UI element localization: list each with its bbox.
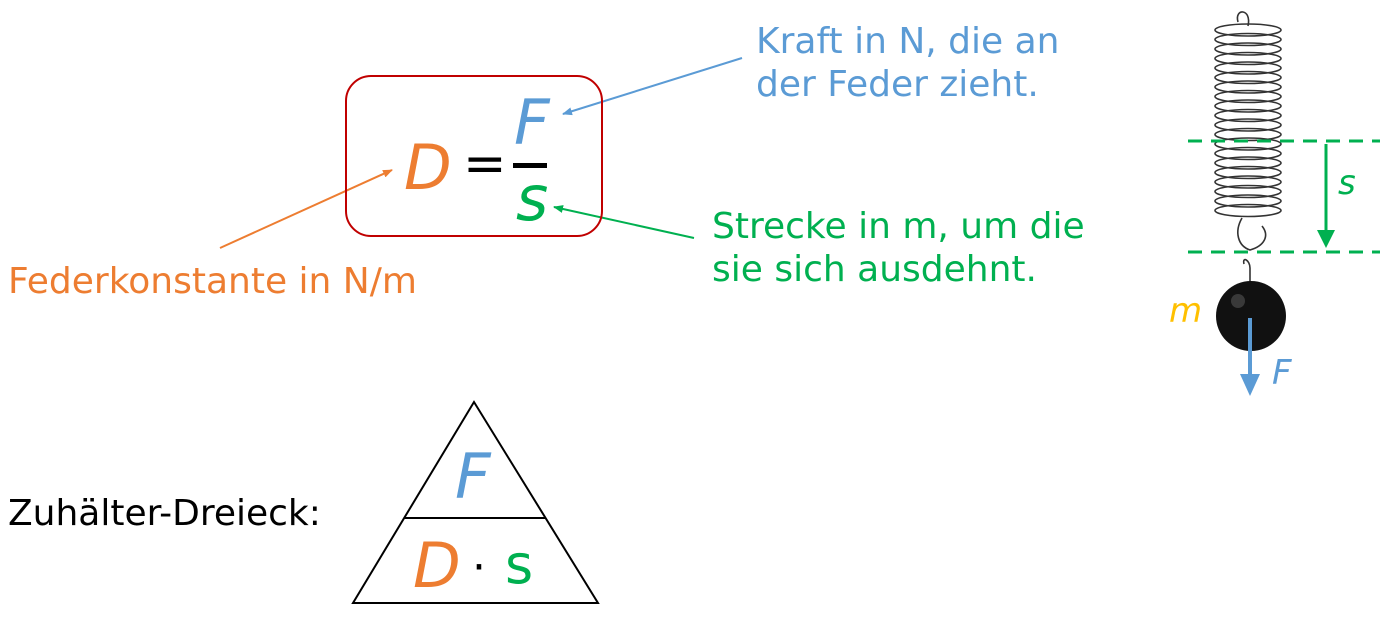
triangle-bottom-s: s bbox=[505, 533, 534, 596]
spring-coil-loop bbox=[1214, 89, 1282, 104]
spring-top-hook bbox=[1236, 11, 1250, 27]
spring-coil-loop bbox=[1214, 194, 1282, 208]
weight-force-arrow-head bbox=[1240, 374, 1260, 396]
formula-box bbox=[345, 75, 603, 237]
spring-coil-loop bbox=[1214, 70, 1282, 85]
distance-annotation: Strecke in m, um die sie sich ausdehnt. bbox=[712, 205, 1085, 291]
spring-coil-loop bbox=[1214, 51, 1282, 66]
distance-annotation-line-1: Strecke in m, um die bbox=[712, 206, 1085, 247]
force-annotation-line-1: Kraft in N, die an bbox=[756, 21, 1060, 62]
spring-coil-loop bbox=[1214, 156, 1282, 170]
spring-coil-loop bbox=[1214, 108, 1282, 123]
formula-equals: = bbox=[463, 134, 507, 194]
spring-coil-loop bbox=[1214, 99, 1282, 113]
spring-coil-loop bbox=[1214, 80, 1282, 94]
spring-coil-loop bbox=[1214, 165, 1282, 180]
spring-coil-loop bbox=[1214, 146, 1282, 161]
force-arrow bbox=[562, 57, 743, 116]
spring-coil-loop bbox=[1214, 175, 1282, 189]
formula-lhs-d: D bbox=[404, 131, 452, 204]
mass-ball-highlight bbox=[1231, 294, 1245, 308]
spring-coil-loop bbox=[1214, 23, 1282, 37]
formula-numerator-f: F bbox=[514, 86, 550, 159]
distance-annotation-line-2: sie sich ausdehnt. bbox=[712, 249, 1037, 291]
mass-label-m: m bbox=[1169, 291, 1203, 331]
spring-coil-loop bbox=[1214, 184, 1282, 199]
triangle-multiply-dot: · bbox=[472, 542, 486, 593]
extension-label-s: s bbox=[1338, 163, 1356, 203]
spring-bottom-hook bbox=[1237, 217, 1267, 251]
spring-coil bbox=[1214, 23, 1282, 218]
spring-coil-loop bbox=[1214, 61, 1282, 75]
constant-annotation: Federkonstante in N/m bbox=[8, 261, 417, 302]
mass-hook bbox=[1242, 258, 1251, 290]
formula-denominator-s: s bbox=[516, 162, 549, 235]
spring-coil-loop bbox=[1214, 137, 1282, 151]
triangle-outline bbox=[351, 400, 600, 604]
spring-coil-loop bbox=[1214, 42, 1282, 56]
triangle-bottom-d: D bbox=[413, 529, 461, 602]
constant-arrow bbox=[219, 169, 393, 249]
force-annotation-line-2: der Feder zieht. bbox=[756, 64, 1039, 106]
triangle-caption: Zuhälter-Dreieck: bbox=[8, 493, 321, 534]
fraction-bar bbox=[513, 163, 547, 168]
extension-arrow-head bbox=[1317, 230, 1335, 248]
weight-force-label-f: F bbox=[1272, 353, 1292, 393]
spring-coil-loop bbox=[1214, 118, 1282, 132]
formula-triangle bbox=[351, 400, 600, 604]
triangle-top-f: F bbox=[455, 440, 491, 513]
force-annotation: Kraft in N, die an der Feder zieht. bbox=[756, 20, 1059, 106]
spring-coil-loop bbox=[1214, 203, 1282, 218]
spring-coil-loop bbox=[1214, 32, 1282, 47]
spring-figure bbox=[1188, 11, 1380, 396]
